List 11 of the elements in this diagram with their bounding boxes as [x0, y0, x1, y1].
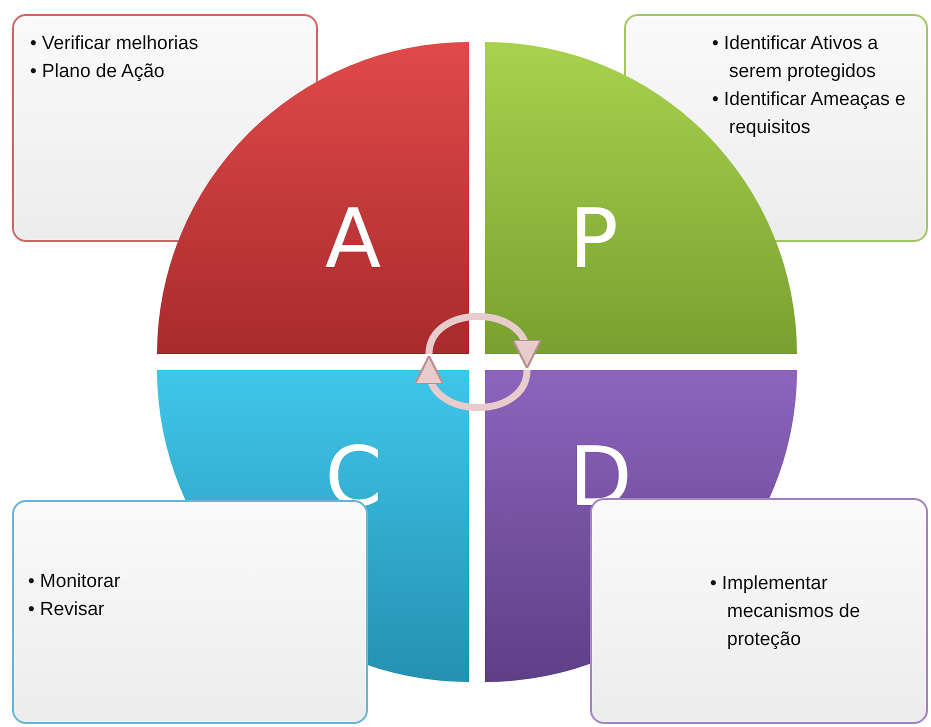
quadrant-letter: P [569, 192, 618, 287]
bullet-item: • Implementar mecanismos de proteção [710, 572, 862, 652]
cycle-arrow [416, 355, 530, 411]
bullet-item: • Identificar Ameaças e requisitos [712, 88, 907, 140]
bullet-item: • Identificar Ativos a serem protegidos [712, 32, 880, 84]
bullet-item: • Revisar [28, 598, 106, 622]
quadrant-letter: A [325, 192, 382, 287]
bullet-item: • Verificar melhorias [30, 32, 200, 56]
cycle-arrow [426, 313, 540, 369]
bullet-item: • Plano de Ação [30, 60, 166, 84]
bullet-item: • Monitorar [28, 570, 122, 594]
